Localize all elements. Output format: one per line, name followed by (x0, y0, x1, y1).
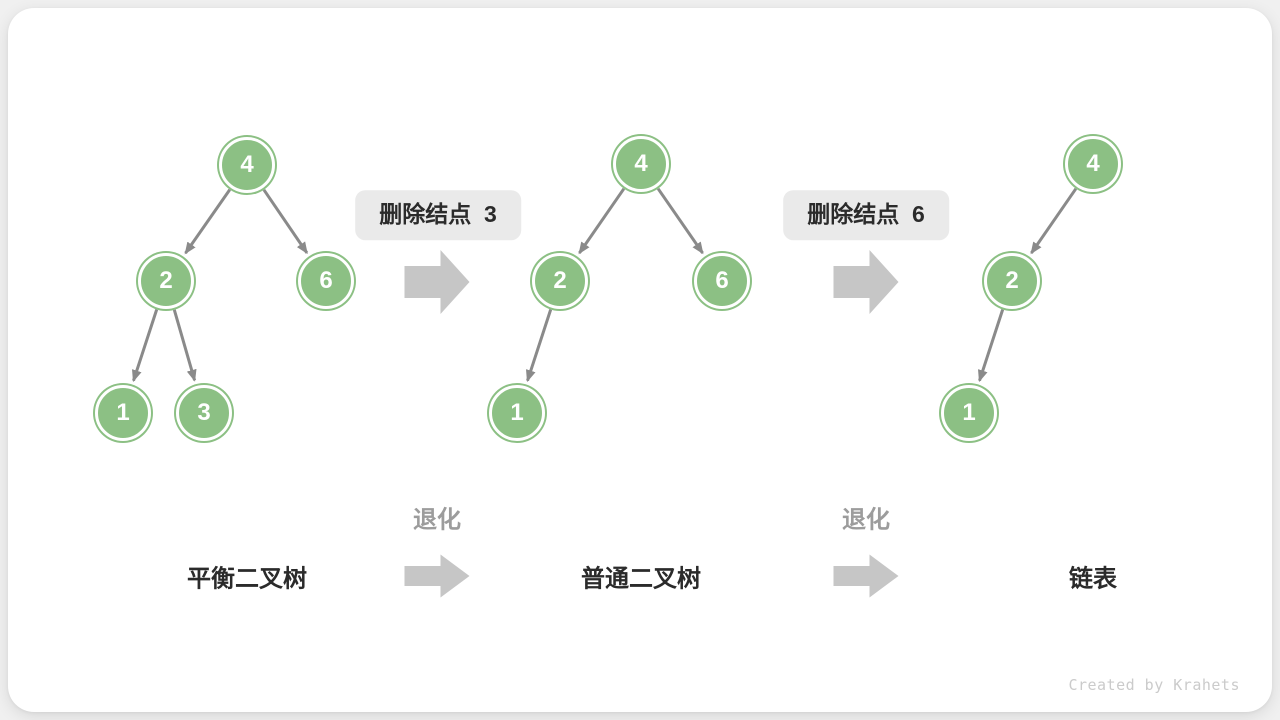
diagram-card (8, 8, 1272, 712)
